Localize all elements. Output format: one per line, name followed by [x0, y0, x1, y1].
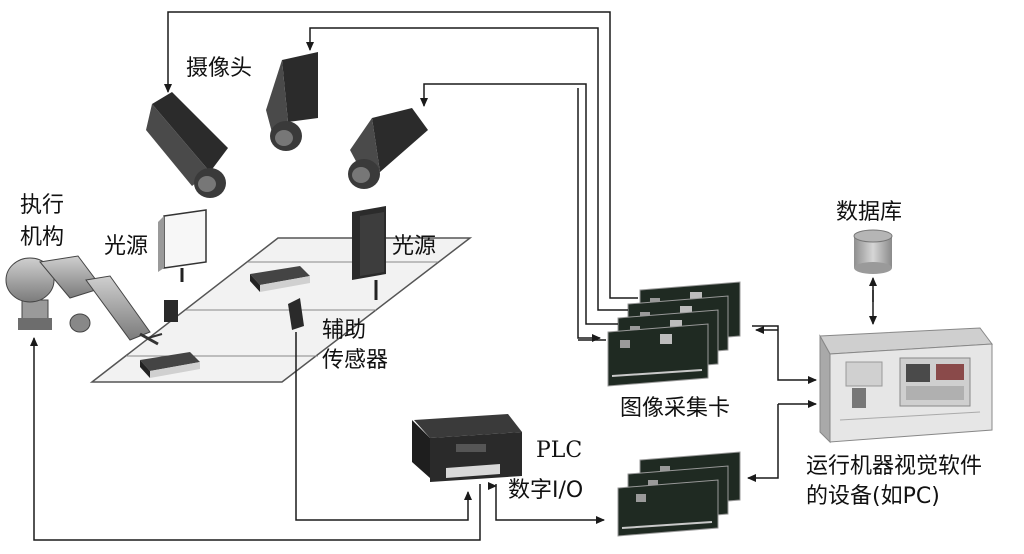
- aux-sensor-label: 辅助 传感器: [322, 318, 389, 373]
- io-card: [617, 479, 719, 537]
- capture-card-label: 图像采集卡: [620, 396, 731, 421]
- connection-lines: [30, 11, 877, 541]
- link-io-pc: [747, 404, 779, 482]
- pc-device: [819, 327, 993, 444]
- camera-left: [146, 92, 228, 198]
- pc-software-label: 运行机器视觉软件 的设备(如PC): [806, 454, 983, 509]
- sensor-left: [164, 300, 178, 322]
- camera-label: 摄像头: [186, 56, 253, 81]
- workpiece: [250, 266, 310, 292]
- link-card-camera-right: [420, 83, 618, 325]
- light-source-right-label: 光源: [392, 234, 437, 259]
- link-plc-io: [495, 484, 605, 524]
- database-label: 数据库: [836, 200, 903, 225]
- robot-arm: [5, 255, 163, 346]
- link-sensor-plc: [295, 332, 472, 521]
- plc-device: [412, 414, 522, 482]
- plc-label: PLC: [536, 438, 583, 463]
- capture-card: [607, 323, 709, 387]
- light-source-right: [352, 206, 386, 300]
- light-source-left: [158, 209, 207, 282]
- link-plc-actuator: [30, 337, 481, 541]
- digital-io-card-stack: [617, 451, 741, 537]
- camera-middle: [266, 52, 318, 151]
- camera-right: [348, 108, 428, 189]
- light-source-left-label: 光源: [104, 234, 149, 259]
- workpiece: [140, 352, 200, 378]
- link-card-camera-left: [164, 11, 638, 299]
- auxiliary-sensor: [288, 298, 304, 330]
- link-card-camera-middle: [306, 27, 628, 311]
- capture-card-stack: [607, 281, 741, 387]
- link-card-pc: [752, 325, 817, 384]
- actuator-label: 执行 机构: [20, 193, 65, 250]
- digital-io-label: 数字I/O: [508, 478, 584, 503]
- database-icon: [853, 229, 893, 274]
